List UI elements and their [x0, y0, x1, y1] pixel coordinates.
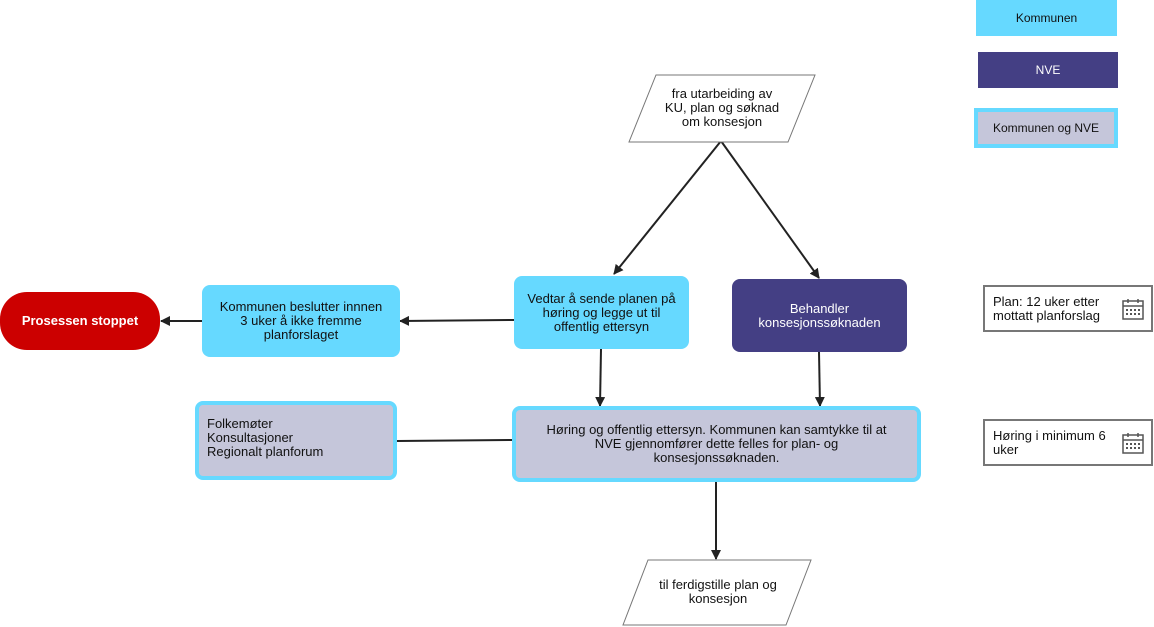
note-plan-text: Plan: 12 uker etter mottatt planforslag	[993, 293, 1100, 323]
folkemoter-node: Folkemøter Konsultasjoner Regionalt plan…	[195, 401, 397, 480]
edge-vedtar-to-horing	[595, 348, 606, 407]
note-plan-frist: Plan: 12 uker etter mottatt planforslag	[983, 285, 1153, 332]
legend-kommunen: Kommunen	[976, 0, 1117, 36]
edge-start-to-behandler	[720, 140, 820, 279]
legend-nve: NVE	[978, 52, 1118, 88]
calendar-icon	[1122, 298, 1144, 320]
edge-vedtar-to-beslutter	[399, 315, 516, 326]
horing-node: Høring og offentlig ettersyn. Kommunen k…	[512, 406, 921, 482]
end-io-label: til ferdigstille plan og konsesjon	[659, 577, 777, 606]
note-horing-text: Høring i minimum 6 uker	[993, 427, 1106, 457]
prosessen-stoppet-node: Prosessen stoppet	[0, 292, 160, 350]
behandler-node: Behandler konsesjonssøknaden	[732, 279, 907, 352]
note-horing-frist: Høring i minimum 6 uker	[983, 419, 1153, 466]
calendar-icon	[1122, 432, 1144, 454]
start-io-label: fra utarbeiding av KU, plan og søknad om…	[664, 86, 780, 129]
beslutter-node: Kommunen beslutter innnen 3 uker å ikke …	[202, 285, 400, 357]
start-io-shape	[628, 74, 816, 143]
end-io-shape	[622, 559, 812, 626]
edge-behandler-to-horing	[814, 351, 825, 407]
legend-kommunen-og-nve: Kommunen og NVE	[974, 108, 1118, 148]
vedtar-node: Vedtar å sende planen på høring og legge…	[514, 276, 689, 349]
edge-start-to-vedtar	[613, 140, 722, 275]
edge-folkemoter-to-horing	[396, 439, 516, 442]
